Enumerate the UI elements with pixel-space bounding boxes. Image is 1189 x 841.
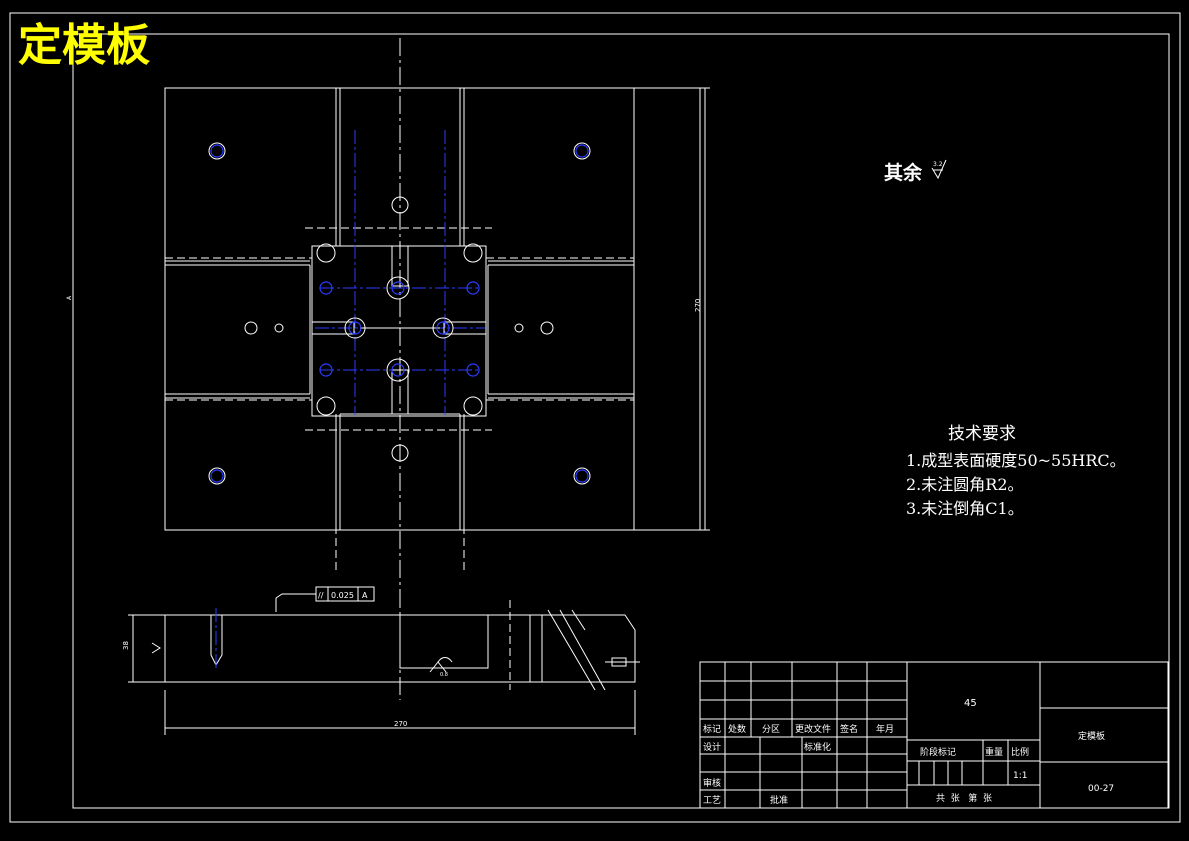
inner-border — [72, 33, 1170, 809]
hdr-5: 年月 — [876, 723, 894, 735]
row-standard: 标准化 — [804, 741, 831, 753]
roughness-value: 3.2 — [933, 161, 943, 168]
roughness-note: 其余 — [884, 161, 923, 184]
hdr-0: 标记 — [703, 723, 721, 735]
tolerance-value: 0.025 — [331, 591, 354, 600]
hdr-2: 分区 — [762, 724, 780, 735]
part-name: 定模板 — [1078, 730, 1105, 742]
tech-requirements: 技术要求 1.成型表面硬度50~55HRC。 2.未注圆角R2。 3.未注倒角C… — [906, 424, 1126, 518]
row-process: 工艺 — [703, 795, 721, 806]
side-view: 38 0.8 // 0.025 A 270 — [122, 586, 640, 735]
material: 45 — [964, 698, 977, 709]
hdr-1: 处数 — [728, 723, 746, 735]
row-approve: 批准 — [770, 794, 788, 806]
plate-outline — [164, 87, 701, 531]
roughness-symbol — [931, 159, 947, 180]
dim-width: 270 — [394, 720, 407, 728]
dim-side-height: 38 — [122, 641, 130, 650]
ratio-label: 比例 — [1011, 746, 1029, 758]
plan-view: 270 — [164, 38, 710, 600]
tech-item-2: 2.未注圆角R2。 — [906, 475, 1024, 494]
tech-title: 技术要求 — [948, 424, 1016, 444]
roughness-mid: 0.8 — [440, 672, 448, 678]
weight-label: 重量 — [985, 746, 1003, 758]
side-marker: A — [66, 295, 73, 300]
title-block: 标记 处数 分区 更改文件 签名 年月 设计 标准化 审核 工艺 批准 阶段标记… — [699, 661, 1169, 809]
tolerance-datum: A — [362, 591, 368, 600]
sheet-count: 共 张 第 张 — [936, 792, 992, 804]
drawing-title: 定模板 — [18, 20, 150, 71]
hdr-4: 签名 — [840, 723, 858, 735]
svg-text://: // — [318, 591, 324, 600]
hdr-3: 更改文件 — [795, 723, 831, 735]
tech-item-3: 3.未注倒角C1。 — [906, 499, 1024, 518]
drawing-no: 00-27 — [1088, 784, 1114, 794]
scale-value: 1:1 — [1013, 771, 1027, 781]
dim-vertical: 270 — [694, 299, 702, 312]
row-design: 设计 — [703, 741, 721, 753]
stage-label: 阶段标记 — [920, 746, 956, 758]
row-review: 审核 — [703, 777, 721, 789]
tech-item-1: 1.成型表面硬度50~55HRC。 — [906, 451, 1126, 470]
outer-border — [9, 12, 1181, 823]
